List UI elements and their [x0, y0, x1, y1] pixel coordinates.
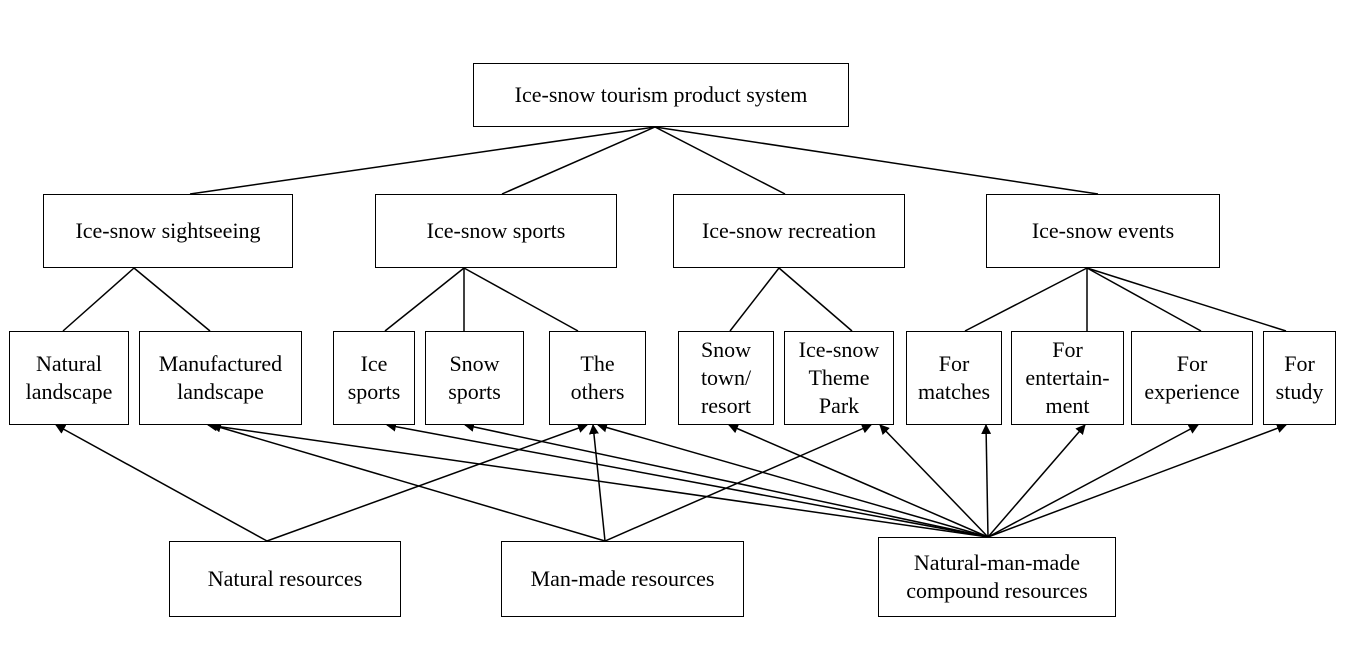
- category-label-sports: Ice-snow sports: [426, 218, 566, 243]
- link-events-study: [1086, 267, 1287, 332]
- link-events-matches: [964, 267, 1088, 332]
- link-sightseeing-manufactured-landscape: [133, 267, 211, 332]
- link-root-sightseeing: [189, 126, 656, 195]
- category-box-sports: Ice-snow sports: [375, 194, 617, 268]
- arrow-compound-to-matches: [981, 424, 992, 538]
- resource-label-natural: Natural resources: [207, 566, 363, 591]
- arrow-manmade-to-manufactured-landscape: [211, 422, 606, 542]
- category-label-sightseeing: Ice-snow sightseeing: [75, 218, 261, 243]
- resource-label-man-made: Man-made resources: [530, 566, 715, 591]
- category-label-recreation: Ice-snow recreation: [701, 218, 877, 243]
- category-box-events: Ice-snow events: [986, 194, 1220, 268]
- arrow-natural-to-natural-landscape: [55, 424, 268, 542]
- root-box: Ice-snow tourism product system: [473, 63, 849, 127]
- category-label-events: Ice-snow events: [1031, 218, 1175, 243]
- link-recreation-theme-park: [778, 267, 853, 332]
- resource-box-natural: Natural resources: [169, 541, 401, 617]
- link-root-sports: [501, 126, 656, 195]
- arrow-compound-to-the-others: [597, 422, 989, 538]
- arrow-compound-to-manufactured-landscape: [207, 421, 989, 538]
- arrow-natural-to-the-others: [266, 423, 588, 542]
- arrow-compound-to-theme-park: [879, 424, 989, 538]
- root-label: Ice-snow tourism product system: [514, 82, 808, 107]
- link-root-events: [654, 126, 1099, 195]
- arrow-compound-to-snow-sports: [464, 421, 989, 538]
- resource-box-man-made: Man-made resources: [501, 541, 744, 617]
- category-box-sightseeing: Ice-snow sightseeing: [43, 194, 293, 268]
- category-box-recreation: Ice-snow recreation: [673, 194, 905, 268]
- arrow-manmade-to-the-others: [588, 424, 606, 542]
- arrow-compound-to-study: [987, 423, 1287, 538]
- arrow-compound-to-snow-town: [728, 423, 989, 538]
- link-recreation-snow-town: [729, 267, 780, 332]
- link-sports-the-others: [463, 267, 579, 332]
- arrow-compound-to-ice-sports: [386, 421, 989, 538]
- link-root-recreation: [654, 126, 786, 195]
- link-sightseeing-natural-landscape: [62, 267, 135, 332]
- arrow-compound-to-entertainment: [987, 424, 1086, 538]
- link-events-experience: [1086, 267, 1202, 332]
- link-sports-ice-sports: [384, 267, 465, 332]
- arrow-compound-to-experience: [987, 424, 1199, 538]
